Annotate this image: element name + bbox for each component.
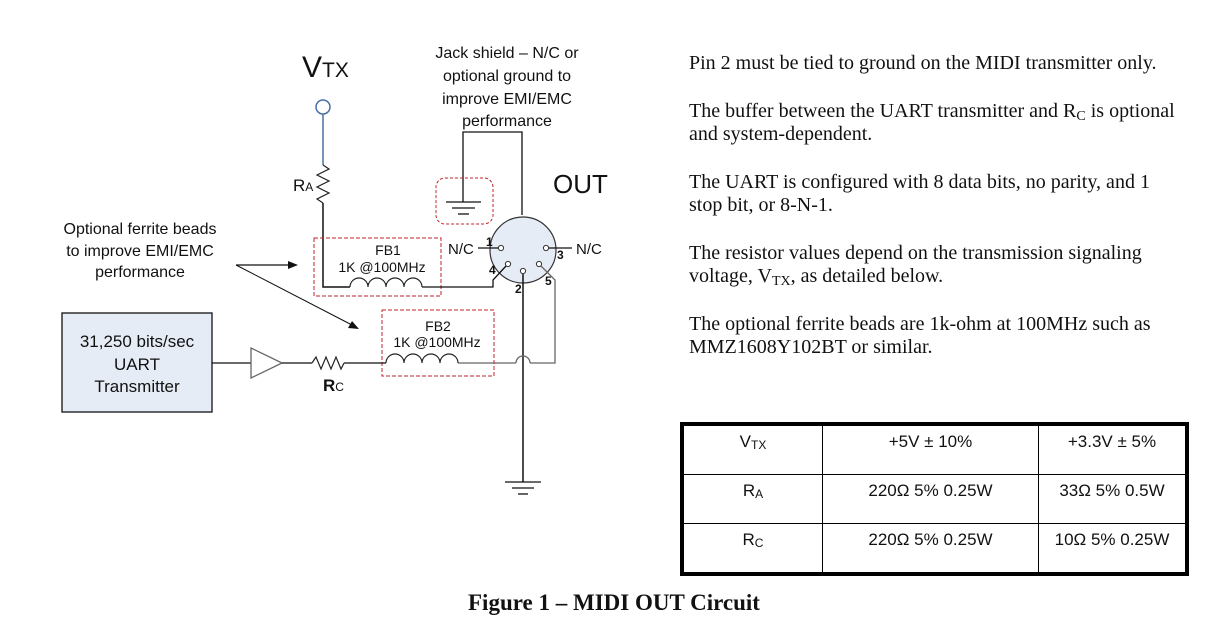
svg-text:31,250 bits/sec: 31,250 bits/sec [80,332,195,351]
pin-2-icon [519,267,527,275]
pin-4-label: 4 [489,263,496,277]
row-label-ra: RA [681,474,823,524]
cell-rc-5v: 220Ω 5% 0.25W [822,522,1039,575]
fb2-box [381,309,495,377]
ferrite-beads-note: Optional ferrite beads to improve EMI/EM… [64,221,217,281]
nc-right-label: N/C [576,241,602,258]
note-pin2-ground: Pin 2 must be tied to ground on the MIDI… [689,52,1157,74]
svg-text:UART: UART [114,355,160,374]
rc-resistor-icon [311,355,345,371]
svg-text:Optional ferrite beads: Optional ferrite beads [64,221,217,238]
uart-transmitter-label: 31,250 bits/sec UART Transmitter [80,332,195,396]
fb1-name: FB1 [375,242,401,258]
cell-rc-3v3: 10Ω 5% 0.25W [1038,522,1188,575]
pin-2-label: 2 [515,282,522,296]
fb1-box [313,237,442,297]
pin-4-icon [504,260,512,268]
pin-1-label: 1 [486,235,493,249]
cell-ra-3v3: 33Ω 5% 0.5W [1038,474,1188,524]
nc-left-label: N/C [448,241,474,258]
jack-shield-note: Jack shield – N/C or optional ground to … [435,45,579,130]
pin5-wire [530,265,556,364]
ground-icon [505,481,541,495]
pin-1-icon [497,244,505,252]
note-ferrite-beads: The optional ferrite beads are 1k-ohm at… [689,313,1151,358]
arrow-to-fb2 [235,264,353,326]
fb1-inductor-icon [349,277,423,288]
buffer-icon [250,346,284,380]
fb2-value: 1K @100MHz [393,334,480,350]
shield-ground-icon [446,201,481,215]
svg-text:optional ground to: optional ground to [443,68,571,85]
svg-text:to improve EMI/EMC: to improve EMI/EMC [66,243,214,260]
ra-label: RA [293,176,313,195]
pin-3-icon [542,244,550,252]
pin-5-icon [535,260,543,268]
svg-text:performance: performance [462,113,552,130]
shield-wire [462,131,523,215]
svg-text:performance: performance [95,264,185,281]
svg-text:Transmitter: Transmitter [94,377,180,396]
cell-vtx-3v3: +3.3V ± 5% [1038,423,1188,476]
note-uart-config: The UART is configured with 8 data bits,… [689,171,1150,216]
wire-crossover-icon [515,355,531,364]
cell-ra-5v: 220Ω 5% 0.25W [822,474,1039,524]
fb2-name: FB2 [425,318,451,334]
uart-transmitter-box [61,312,213,413]
connector-out-label: OUT [553,169,608,199]
row-label-vtx: VTX [681,423,823,476]
row-label-rc: RC [681,522,823,575]
rc-label: RC [323,376,344,395]
fb1-to-pin4-wire [422,265,507,288]
vtx-terminal-icon [315,99,331,115]
fb1-value: 1K @100MHz [338,259,425,275]
note-resistor-values: The resistor values depend on the transm… [689,242,1142,289]
midi-out-schematic: VTX RA Jack shield – N/C or optional gro… [61,45,608,495]
cell-vtx-5v: +5V ± 10% [822,423,1039,476]
svg-text:Jack shield – N/C or: Jack shield – N/C or [435,45,579,62]
resistor-values-table: VTX +5V ± 10% +3.3V ± 5% RA 220Ω 5% 0.25… [680,422,1189,576]
ra-resistor-icon [315,164,331,204]
pin-5-label: 5 [545,274,552,288]
optional-ground-box [435,177,494,225]
arrow-head-fb1-icon [288,261,298,269]
table-row: RA 220Ω 5% 0.25W 33Ω 5% 0.5W [681,474,1188,524]
vtx-label: VTX [302,51,349,84]
figure-caption: Figure 1 – MIDI OUT Circuit [468,590,760,615]
fb2-inductor-icon [385,353,459,364]
ra-to-fb1-wire [322,203,350,288]
svg-text:improve EMI/EMC: improve EMI/EMC [442,91,572,108]
arrow-head-fb2-icon [348,321,359,329]
note-buffer: The buffer between the UART transmitter … [689,100,1175,145]
pin-3-label: 3 [557,248,564,262]
table-row: VTX +5V ± 10% +3.3V ± 5% [681,423,1188,476]
table-row: RC 220Ω 5% 0.25W 10Ω 5% 0.25W [681,522,1188,575]
notes-panel: Pin 2 must be tied to ground on the MIDI… [689,52,1179,384]
connector-pins [497,244,550,275]
